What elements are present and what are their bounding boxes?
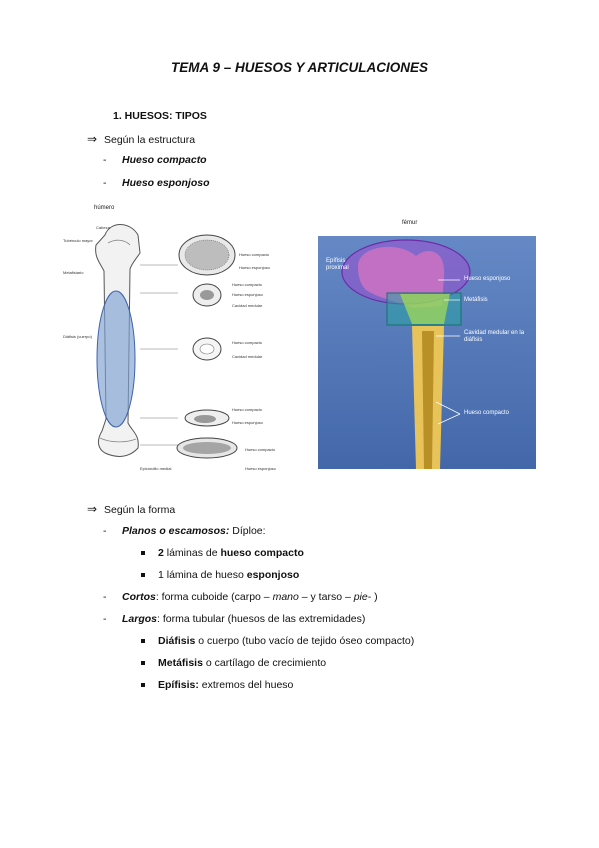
section-label: Hueso compacto: [245, 447, 276, 452]
section-label: Hueso compacto: [232, 340, 263, 345]
dash-bullet: -: [103, 154, 107, 166]
section-label: Cavidad medular: [232, 354, 263, 359]
sub-text: 1 lámina de hueso: [158, 569, 247, 581]
planos-rest: Díploe:: [229, 525, 266, 537]
humero-label-cabeza: Cabeza: [96, 225, 110, 230]
estructura-line: ⇒ Según la estructura: [87, 132, 195, 146]
page-title: TEMA 9 – HUESOS Y ARTICULACIONES: [170, 60, 429, 75]
humero-caption: húmero: [94, 205, 115, 211]
arrow-right-icon: ⇒: [87, 502, 98, 516]
sub-text: extremos del hueso: [198, 679, 294, 691]
sub-text: o cartílago de crecimiento: [202, 657, 327, 669]
estructura-heading: Según la estructura: [103, 134, 196, 146]
section-label: Hueso esponjoso: [245, 466, 276, 471]
square-bullet-icon: [141, 661, 145, 665]
sub-text: Metáfisis: [158, 657, 203, 669]
dash-bullet: -: [103, 613, 107, 625]
sub-text: esponjoso: [246, 569, 300, 581]
section-label: Hueso compacto: [232, 282, 263, 287]
sub-text: Diáfisis: [158, 635, 196, 647]
dash-bullet: -: [103, 525, 107, 537]
forma-line: ⇒ Según la forma: [87, 502, 175, 516]
item-hueso-esponjoso: Hueso esponjoso: [122, 177, 210, 189]
femur-label-metafisis: Metáfisis: [464, 297, 488, 303]
planos-label: Planos o escamosos:: [122, 525, 230, 537]
square-bullet-icon: [141, 683, 145, 687]
item-hueso-compacto: Hueso compacto: [122, 154, 207, 166]
cortos-text: : forma cuboide (carpo –: [155, 591, 273, 603]
cortos-label: Cortos: [122, 591, 156, 603]
humero-label-diafisis: Diáfisis (cuerpo): [63, 334, 92, 339]
arrow-right-icon: ⇒: [87, 132, 98, 146]
largos-label: Largos: [122, 613, 158, 625]
cortos-text: – y tarso –: [298, 591, 354, 603]
humero-label-metafisiario: Metafisiario: [63, 270, 84, 275]
cortos-text: - ): [367, 591, 378, 603]
femur-label-cavidad: Cavidad medular en la diáfisis: [464, 330, 525, 343]
sub-text: o cuerpo (tubo vacío de tejido óseo comp…: [195, 635, 415, 647]
section-label: Hueso compacto: [232, 407, 263, 412]
section-label: Cavidad medular: [232, 303, 263, 308]
square-bullet-icon: [141, 639, 145, 643]
femur-label-epifisis: Epífisis proximal: [326, 258, 349, 271]
femur-label-compacto: Hueso compacto: [464, 410, 510, 416]
forma-heading: Según la forma: [103, 504, 176, 516]
cortos-text: mano: [272, 591, 299, 603]
femur-label-esponjoso: Hueso esponjoso: [464, 276, 511, 282]
list-item: - Hueso compacto: [103, 154, 207, 166]
section-label: Hueso esponjoso: [232, 420, 263, 425]
square-bullet-icon: [141, 551, 145, 555]
humerus-illustration: [95, 224, 238, 459]
dash-bullet: -: [103, 177, 107, 189]
list-item-largos: - Largos: forma tubular (huesos de las e…: [103, 613, 583, 625]
list-item-planos: - Planos o escamosos: Díploe:: [103, 525, 583, 537]
femur-caption: fémur: [402, 220, 418, 226]
femur-illustration: [318, 236, 536, 469]
section-label: Hueso esponjoso: [232, 292, 263, 297]
dash-bullet: -: [103, 591, 107, 603]
sub-text: Epífisis:: [158, 679, 199, 691]
sub-text: 2: [158, 547, 164, 559]
square-bullet-icon: [141, 573, 145, 577]
section-label: Hueso compacto: [239, 252, 270, 257]
list-item-cortos: - Cortos: forma cuboide (carpo – mano – …: [103, 591, 583, 603]
humero-label-epicondilo: Epicóndilo medial: [140, 466, 172, 471]
list-item: - Hueso esponjoso: [103, 177, 210, 189]
section-label: Hueso esponjoso: [239, 265, 270, 270]
sub-text: láminas de: [163, 547, 221, 559]
cortos-text: pie: [353, 591, 368, 603]
sub-text: hueso compacto: [220, 547, 304, 559]
largos-text: : forma tubular (huesos de las extremida…: [157, 613, 366, 625]
section-heading-tipos: 1. HUESOS: TIPOS: [113, 110, 207, 122]
humero-label-tuberculo: Tubérculo mayor: [63, 238, 93, 243]
